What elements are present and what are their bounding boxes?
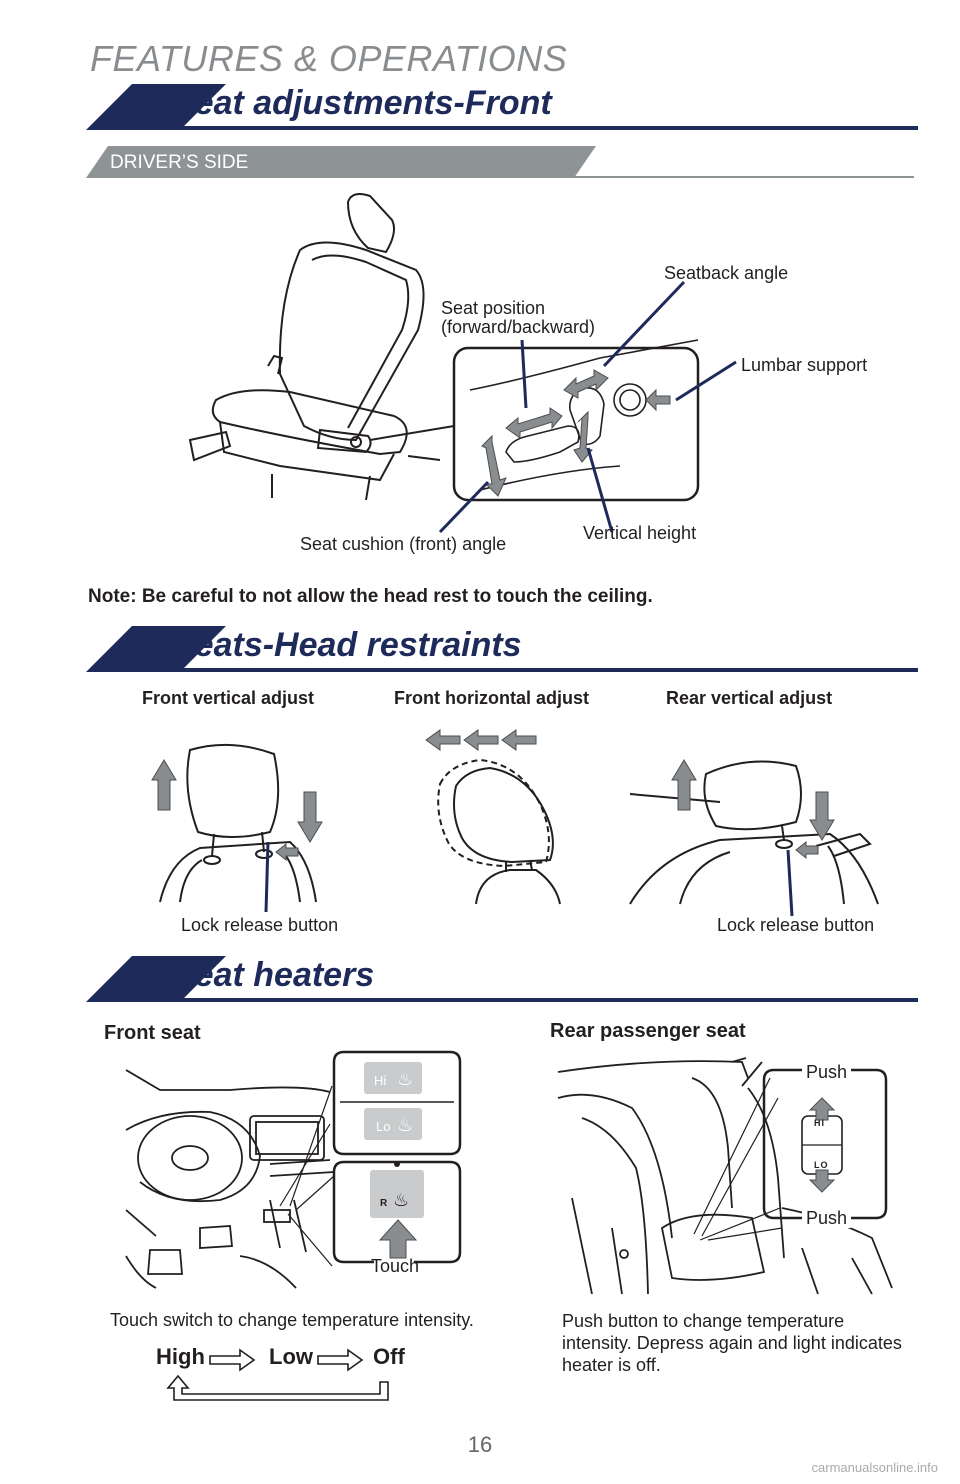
label-seatback-angle: Seatback angle xyxy=(664,263,789,283)
page-number: 16 xyxy=(467,1432,493,1457)
label-rear-vertical-adjust: Rear vertical adjust xyxy=(666,688,833,708)
subtitle-drivers-side: DRIVER’S SIDE xyxy=(110,152,249,173)
seat-heater-icon: ♨ xyxy=(397,1115,414,1135)
label-rear-passenger-seat: Rear passenger seat xyxy=(550,1020,746,1042)
footer-watermark: carmanualsonline.info xyxy=(811,1460,938,1475)
sequence-low: Low xyxy=(269,1344,313,1369)
rear-heater-description-line1: Push button to change temperature xyxy=(562,1311,845,1331)
page-title: FEATURES & OPERATIONS xyxy=(90,38,568,79)
sequence-arrows xyxy=(166,1348,389,1401)
rear-heater-description-line3: heater is off. xyxy=(562,1355,661,1375)
subtitle-banner xyxy=(86,146,914,178)
rear-switch-lo-label: LO xyxy=(814,1160,829,1170)
label-lumbar-support: Lumbar support xyxy=(741,355,868,375)
front-vertical-headrest-illustration xyxy=(151,743,323,913)
sequence-high: High xyxy=(156,1344,205,1369)
seat-heater-icon: ♨ xyxy=(393,1190,410,1210)
front-heater-description: Touch switch to change temperature inten… xyxy=(110,1310,474,1330)
seat-heater-icon: ♨ xyxy=(397,1069,414,1089)
label-push-bottom: Push xyxy=(802,1208,852,1228)
rear-heater-switch-panel xyxy=(762,1068,888,1220)
note-head-rest: Note: Be careful to not allow the head r… xyxy=(88,586,653,607)
rear-switch-hi-label: HI xyxy=(814,1118,825,1128)
label-seat-position-line1: Seat position xyxy=(441,298,546,318)
label-vertical-height: Vertical height xyxy=(583,523,697,543)
rear-vertical-headrest-illustration xyxy=(629,759,879,917)
front-heater-switch-panel xyxy=(332,1050,462,1264)
section-title-seat-heaters: Seat heaters xyxy=(172,956,375,994)
label-front-horizontal-adjust: Front horizontal adjust xyxy=(394,688,589,708)
section-title-head-restraints: Seats-Head restraints xyxy=(172,626,522,664)
label-touch: Touch xyxy=(371,1256,420,1276)
label-lock-release-left: Lock release button xyxy=(181,915,339,935)
r-button-label: R xyxy=(380,1198,388,1209)
label-push-top: Push xyxy=(802,1062,852,1082)
front-dashboard-illustration xyxy=(125,1069,335,1289)
section-bar-seat-heaters xyxy=(86,956,918,1002)
section-title-seat-adjustments: Seat adjustments-Front xyxy=(172,84,552,122)
sequence-off: Off xyxy=(373,1344,405,1369)
rear-seat-illustration xyxy=(557,1057,893,1295)
lo-button-label: Lo xyxy=(376,1119,391,1134)
section-bar-head-restraints xyxy=(86,626,918,672)
label-lock-release-right: Lock release button xyxy=(717,915,875,935)
label-front-vertical-adjust: Front vertical adjust xyxy=(142,688,315,708)
label-seat-cushion-angle: Seat cushion (front) angle xyxy=(300,534,507,554)
rear-heater-description-line2: intensity. Depress again and light indic… xyxy=(562,1333,902,1353)
section-bar-seat-adjustments xyxy=(86,84,918,130)
hi-button-label: Hi xyxy=(374,1073,387,1088)
label-front-seat: Front seat xyxy=(104,1022,201,1044)
label-seat-position-line2: (forward/backward) xyxy=(441,317,596,337)
front-horizontal-headrest-illustration xyxy=(425,729,561,905)
seat-illustration xyxy=(188,193,737,534)
